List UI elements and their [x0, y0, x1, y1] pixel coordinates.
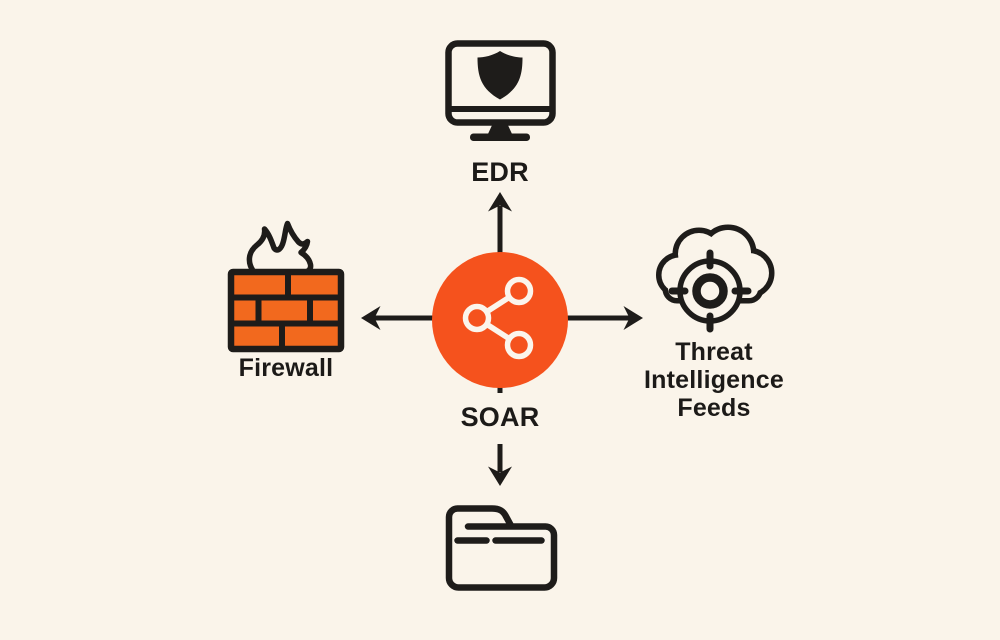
arrowhead-left: [361, 306, 381, 330]
arrowhead-down: [488, 466, 512, 486]
share-network-icon: [462, 276, 534, 360]
cloud-target-icon: [656, 224, 775, 333]
target-outer-ring: [677, 258, 743, 324]
monitor-shield-icon: [445, 40, 556, 141]
firewall-brick-flame-icon: [227, 220, 345, 353]
hub-circle: [432, 252, 568, 388]
firewall-label: Firewall: [238, 354, 334, 382]
arrowhead-up: [488, 192, 512, 212]
target-ticks: [668, 249, 752, 333]
flame-glyph: [246, 220, 314, 275]
target-inner-ring: [692, 273, 728, 309]
folder-outline: [445, 505, 558, 591]
monitor-stand: [487, 122, 513, 135]
brick-mortar-lines: [231, 272, 341, 349]
threat-intelligence-feeds-label: Threat Intelligence Feeds: [644, 338, 784, 422]
monitor-base: [470, 133, 530, 141]
arrowhead-right: [623, 306, 643, 330]
soar-hub-node: [432, 252, 568, 388]
soar-label: SOAR: [460, 402, 540, 432]
folder-icon: [445, 505, 558, 591]
target-glyph: [668, 249, 752, 333]
edr-label: EDR: [471, 157, 529, 187]
shield-glyph: [477, 51, 523, 100]
